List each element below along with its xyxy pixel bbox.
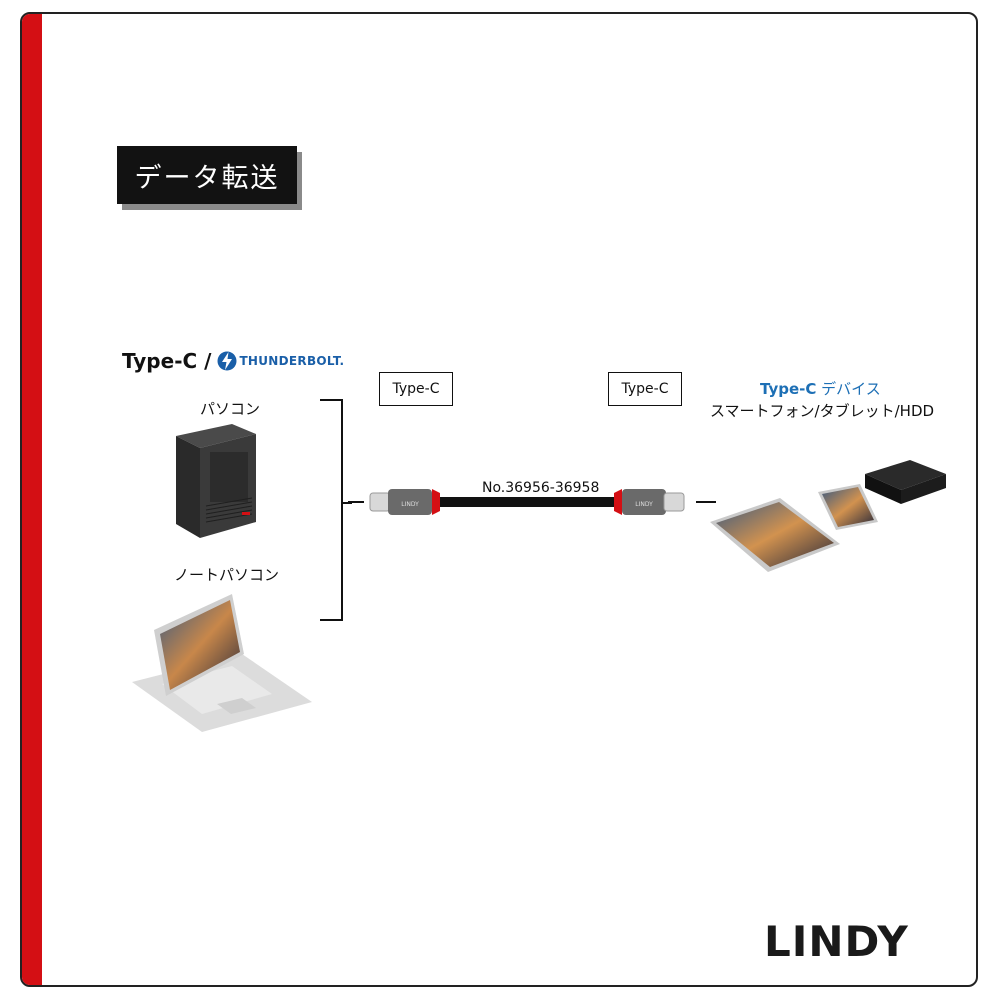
destination-devices: スマートフォン/タブレット/HDD [710,402,935,420]
right-connector-label: Type-C [608,372,682,406]
source-bracket [320,399,352,621]
left-connector-label: Type-C [379,372,453,406]
usb-c-cable: LINDY LINDY [348,489,716,515]
desktop-pc-illustration [176,424,256,538]
tablet-phone-hdd-illustration [710,460,946,572]
destination-type-label: Type-C [760,380,817,398]
source-heading: Type-C / THUNDERBOLT. [122,349,344,373]
thunderbolt-label: THUNDERBOLT. [239,354,345,368]
right-connector-brand: LINDY [635,501,653,508]
lindy-wordmark: LINDY [764,917,909,966]
left-connector-brand: LINDY [401,501,419,508]
diagram-frame: データ転送 Type-C / THUNDERBOLT. パソコン ノートパソコン [20,12,978,987]
source-heading-prefix: Type-C / [122,349,212,373]
diagram-title: データ転送 [117,146,297,204]
thunderbolt-logo: THUNDERBOLT. [217,350,344,372]
lindy-logo: LINDY [764,917,909,966]
thunderbolt-icon [217,351,237,371]
accent-bar [22,14,42,985]
cable-number: No.36956-36958 [482,480,600,496]
destination-type-suffix: デバイス [821,380,881,398]
laptop-illustration [132,594,312,732]
pc-label: パソコン [200,400,261,418]
destination-type: Type-C デバイス [760,378,881,399]
laptop-label: ノートパソコン [174,566,280,584]
